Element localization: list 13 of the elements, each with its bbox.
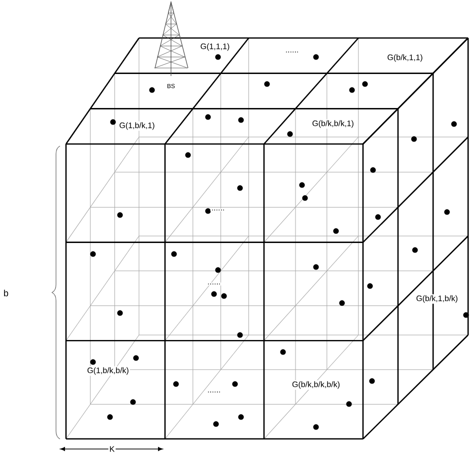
cell-label: G(b/k,1,b/k) — [415, 294, 459, 304]
ellipsis: ...... — [284, 50, 300, 54]
cell-label: G(b/k,b/k,b/k) — [291, 380, 341, 390]
cell-label: G(b/k,1,1) — [386, 53, 424, 63]
cell-label: G(b/k,b/k,1) — [311, 119, 355, 129]
cell-label: G(1,b/k,1) — [118, 121, 156, 131]
ellipsis: ...... — [206, 390, 222, 394]
ellipsis: ...... — [206, 282, 222, 286]
cell-label: G(1,b/k,b/k) — [86, 366, 130, 376]
dimension-label: K — [108, 445, 116, 453]
cell-label: G(1,1,1) — [199, 42, 231, 52]
dimension-label: b — [2, 288, 10, 298]
ellipsis: ...... — [210, 208, 226, 212]
